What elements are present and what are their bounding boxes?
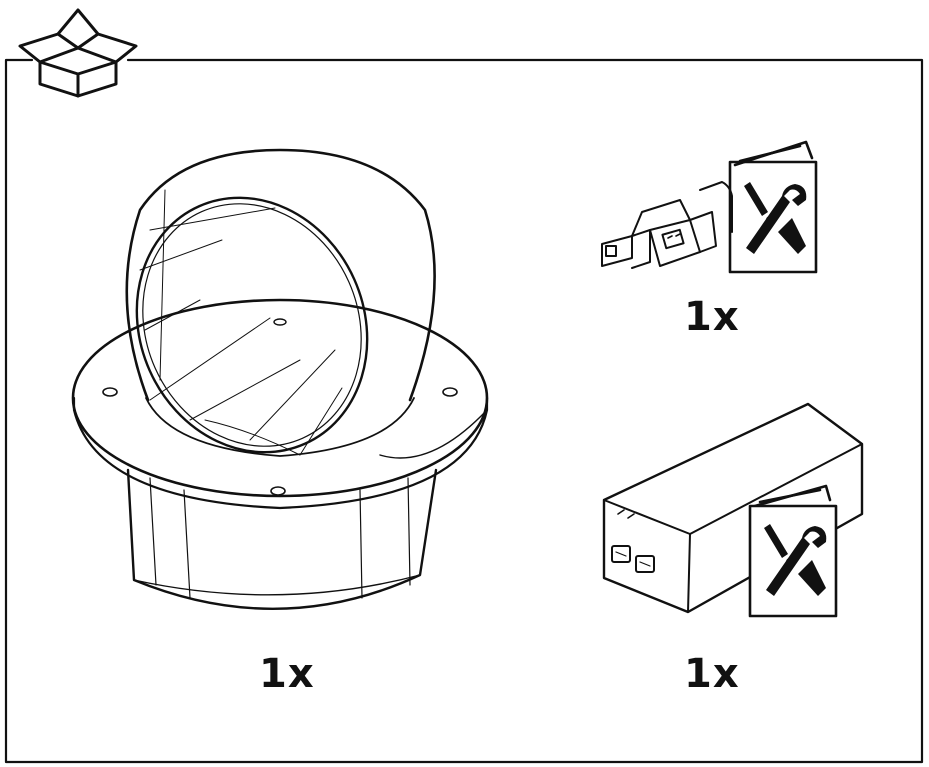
connector-kit-quantity-label: 1x [684,294,740,340]
box-icon [18,8,138,98]
contents-frame [4,58,924,764]
midspan-illustration [602,402,864,614]
tools-icon [744,182,807,254]
midspan-quantity-label: 1x [684,651,740,697]
dome-camera-illustration [71,148,489,610]
connector-illustration [601,181,733,269]
camera-quantity-label: 1x [259,651,315,697]
tools-icon [764,524,827,596]
manual-icon [728,140,818,274]
